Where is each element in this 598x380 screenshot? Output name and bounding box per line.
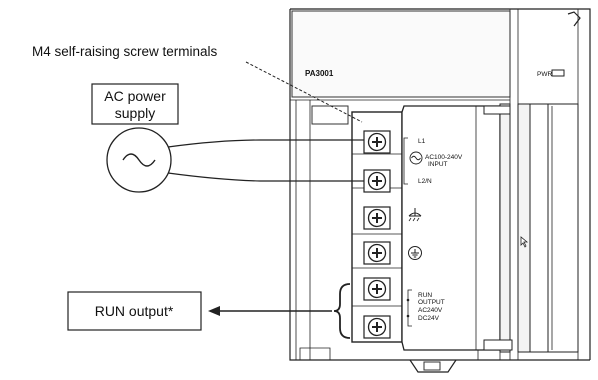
- l2n-label: L2/N: [418, 178, 432, 185]
- model-label: PA3001: [305, 69, 334, 78]
- run-ac-rating: AC240V: [418, 307, 443, 314]
- screw-terminal: [363, 206, 391, 230]
- run-output-label: OUTPUT: [418, 299, 445, 306]
- functional-ground-icon: [408, 208, 422, 222]
- run-output-text: RUN output*: [95, 303, 174, 319]
- power-supply-unit: [289, 8, 591, 373]
- ac-input-symbol-icon: [409, 151, 423, 165]
- ac-input-label: INPUT: [428, 161, 448, 168]
- screw-terminal: [363, 241, 391, 265]
- screw-terminal: [363, 169, 391, 193]
- run-output-arrow: [208, 306, 332, 316]
- supply-wires: [167, 139, 364, 182]
- ac-supply-label: supply: [115, 105, 155, 121]
- pwr-indicator: PWR: [537, 69, 565, 78]
- run-label: RUN: [418, 292, 432, 299]
- screw-terminal: [363, 315, 391, 339]
- cover-legend: L1 AC100-240V INPUT L2/N R: [403, 137, 463, 327]
- ac-source-symbol-icon: [106, 127, 172, 193]
- pwr-label: PWR: [537, 71, 552, 78]
- screw-terminal: [363, 130, 391, 154]
- run-dc-rating: DC24V: [418, 315, 440, 322]
- protective-ground-icon: [408, 246, 422, 260]
- terminals-callout: M4 self-raising screw terminals: [32, 44, 218, 59]
- terminals-leader-line: [245, 61, 363, 123]
- ac-power-supply-box: AC power supply: [91, 83, 179, 125]
- ac-power-label: AC power: [104, 88, 166, 104]
- screw-terminal: [363, 277, 391, 301]
- ac-input-voltage: AC100-240V: [425, 154, 463, 161]
- l1-label: L1: [418, 138, 426, 145]
- run-output-brace: [333, 283, 351, 339]
- terminal-cover: [401, 103, 579, 353]
- run-output-box: RUN output*: [67, 291, 202, 331]
